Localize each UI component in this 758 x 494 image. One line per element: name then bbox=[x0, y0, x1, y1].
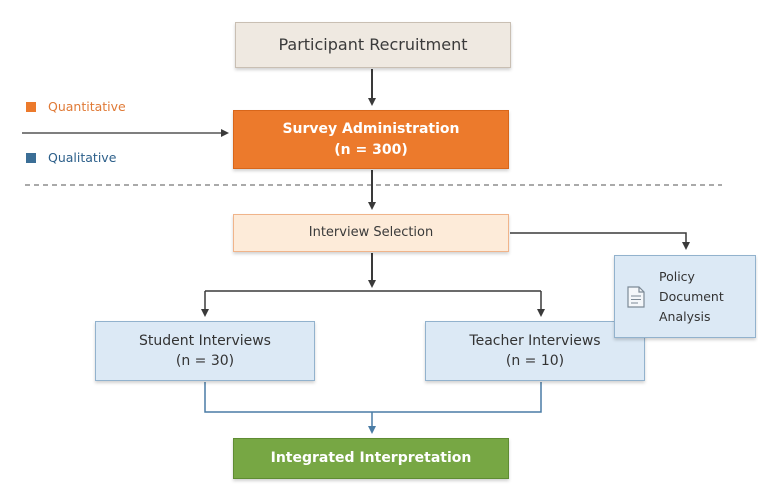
document-icon bbox=[627, 285, 645, 308]
node-sample-size: (n = 30) bbox=[175, 353, 235, 369]
legend-swatch-qualitative bbox=[26, 152, 36, 163]
node-integrated-interpretation: Integrated Interpretation bbox=[233, 438, 509, 479]
policy-line: Document bbox=[659, 288, 724, 304]
policy-text: Policy Document Analysis bbox=[659, 267, 724, 327]
legend-label-quantitative: Quantitative bbox=[48, 99, 126, 114]
legend-swatch-quantitative bbox=[26, 101, 36, 112]
merge-connector bbox=[204, 382, 542, 413]
legend-label-qualitative: Qualitative bbox=[48, 150, 117, 165]
node-policy-document-analysis: Policy Document Analysis bbox=[614, 255, 756, 338]
node-survey-administration: Survey Administration (n = 300) bbox=[233, 110, 509, 169]
node-sample-size: (n = 10) bbox=[505, 353, 565, 369]
policy-line: Analysis bbox=[659, 308, 711, 324]
node-title: Student Interviews bbox=[139, 332, 271, 349]
node-teacher-interviews: Teacher Interviews (n = 10) bbox=[425, 321, 645, 381]
node-title: Participant Recruitment bbox=[278, 35, 468, 55]
node-interview-selection: Interview Selection bbox=[233, 214, 509, 252]
node-title: Teacher Interviews bbox=[469, 332, 601, 349]
node-participant-recruitment: Participant Recruitment bbox=[235, 22, 511, 68]
node-title: Interview Selection bbox=[308, 224, 434, 240]
arrow-selection-policy bbox=[510, 232, 690, 250]
legend-qualitative: Qualitative bbox=[26, 150, 116, 165]
node-title: Survey Administration bbox=[282, 121, 460, 138]
node-student-interviews: Student Interviews (n = 30) bbox=[95, 321, 315, 381]
node-sample-size: (n = 300) bbox=[334, 141, 408, 158]
node-title: Integrated Interpretation bbox=[270, 450, 472, 467]
policy-line: Policy bbox=[659, 268, 695, 284]
legend-quantitative: Quantitative bbox=[26, 99, 126, 114]
